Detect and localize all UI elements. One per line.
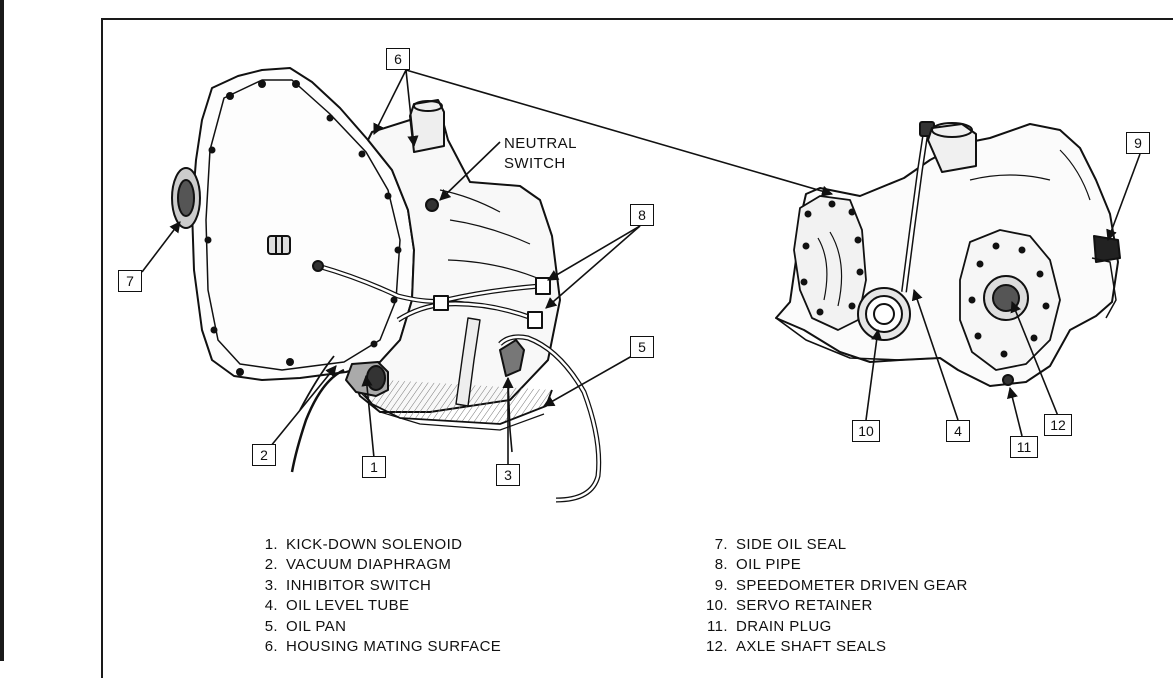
callout-11: 11 [1010, 436, 1038, 458]
legend-item-3: 3. INHIBITOR SWITCH [252, 576, 501, 596]
legend-text: KICK-DOWN SOLENOID [286, 536, 463, 553]
legend-item-5: 5. OIL PAN [252, 617, 501, 637]
legend-number: 3. [264, 576, 278, 594]
legend-item-7: 7. SIDE OIL SEAL [702, 535, 968, 555]
legend-item-1: 1. KICK-DOWN SOLENOID [252, 535, 501, 555]
legend-text: DRAIN PLUG [736, 617, 832, 635]
legend-number: 10. [705, 597, 728, 615]
legend-left: 1.KICK-DOWN SOLENOID 2.VACUUM DIAPHRAGM … [252, 535, 501, 657]
legend-right: 7. SIDE OIL SEAL 8. OIL PIPE 9. SPEEDOMETER… [702, 535, 968, 657]
callout-4: 4 [946, 420, 970, 442]
callout-3: 3 [496, 464, 520, 486]
legend-number: 7. [714, 536, 728, 553]
legend-text: SPEEDOMETER DRIVEN GEAR [736, 576, 968, 594]
legend-item-2: 2. VACUUM DIAPHRAGM [252, 555, 501, 575]
page-edge [0, 0, 4, 661]
callout-5: 5 [630, 336, 654, 358]
legend-text: OIL PAN [286, 617, 347, 635]
axle-flange-bolts [968, 242, 1050, 358]
legend-number: 8. [714, 556, 728, 574]
legend-number: 4. [264, 597, 278, 615]
callout-9: 9 [1126, 132, 1150, 154]
callout-10: 10 [852, 420, 880, 442]
legend-item-11: 11. DRAIN PLUG [702, 617, 968, 637]
leader-lines [141, 69, 1141, 466]
bell-housing-bolts [204, 80, 402, 376]
legend-number: 6. [264, 637, 278, 655]
neutral-switch-label-line-1: NEUTRAL [504, 135, 577, 152]
legend-number: 2. [264, 556, 278, 574]
callout-6: 6 [386, 48, 410, 70]
legend-text: INHIBITOR SWITCH [286, 576, 432, 594]
legend-number: 1. [264, 536, 278, 553]
mating-surface-bolts [800, 200, 864, 316]
legend-number: 12. [705, 637, 728, 655]
legend-text: VACUUM DIAPHRAGM [286, 556, 452, 574]
legend-number: 9. [714, 576, 728, 594]
legend-item-12: 12. AXLE SHAFT SEALS [702, 637, 968, 657]
legend-text: OIL LEVEL TUBE [286, 597, 410, 615]
callout-1: 1 [362, 456, 386, 478]
left-transaxle-view [171, 67, 602, 503]
legend-text: AXLE SHAFT SEALS [736, 637, 887, 655]
right-transaxle-view [775, 121, 1121, 387]
legend-item-8: 8. OIL PIPE [702, 555, 968, 575]
transaxle-illustration [141, 67, 1141, 503]
legend-number: 5. [264, 617, 278, 635]
legend-number: 11. [707, 617, 728, 635]
legend-text: OIL PIPE [736, 556, 802, 574]
callout-8: 8 [630, 204, 654, 226]
callout-2: 2 [252, 444, 276, 466]
legend-item-4: 4. OIL LEVEL TUBE [252, 596, 501, 616]
legend-item-10: 10. SERVO RETAINER [702, 596, 968, 616]
legend-text: SIDE OIL SEAL [736, 536, 847, 553]
callout-7: 7 [118, 270, 142, 292]
legend-text: SERVO RETAINER [736, 597, 873, 615]
legend-item-6: 6. HOUSING MATING SURFACE [252, 637, 501, 657]
callout-12: 12 [1044, 414, 1072, 436]
legend-text: HOUSING MATING SURFACE [286, 637, 502, 655]
neutral-switch-label: NEUTRAL SWITCH [504, 134, 577, 174]
legend-item-9: 9. SPEEDOMETER DRIVEN GEAR [702, 576, 968, 596]
diagram-frame [101, 18, 1173, 678]
neutral-switch-label-line-2: SWITCH [504, 155, 566, 172]
